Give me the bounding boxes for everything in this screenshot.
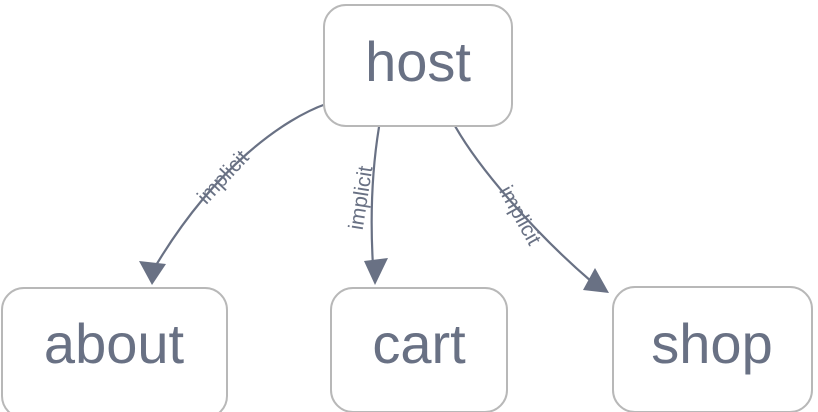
edge-label-host-shop: implicit: [494, 182, 545, 249]
node-box: [612, 286, 813, 412]
node-box: [323, 4, 513, 127]
arrowhead-icon: [364, 258, 388, 285]
node-box: [330, 287, 508, 412]
node-shop[interactable]: shop: [612, 286, 813, 412]
edge-path: [453, 124, 594, 284]
edge-label-host-about: implicit: [193, 146, 254, 209]
node-label-about: about: [44, 312, 185, 375]
node-cart[interactable]: cart: [330, 287, 508, 412]
arrowhead-icon: [583, 268, 609, 293]
node-label-cart: cart: [372, 312, 466, 375]
edge-host-shop[interactable]: implicit: [453, 124, 609, 293]
node-label-shop: shop: [651, 312, 772, 375]
arrowhead-icon: [139, 261, 166, 285]
node-host[interactable]: host: [323, 4, 513, 127]
node-label-host: host: [365, 30, 471, 93]
edge-path: [370, 125, 381, 268]
edge-host-about[interactable]: implicit: [139, 102, 328, 285]
node-box: [1, 287, 228, 412]
edge-host-cart[interactable]: implicit: [345, 125, 388, 285]
node-about[interactable]: about: [1, 287, 228, 412]
edge-path: [150, 102, 328, 274]
